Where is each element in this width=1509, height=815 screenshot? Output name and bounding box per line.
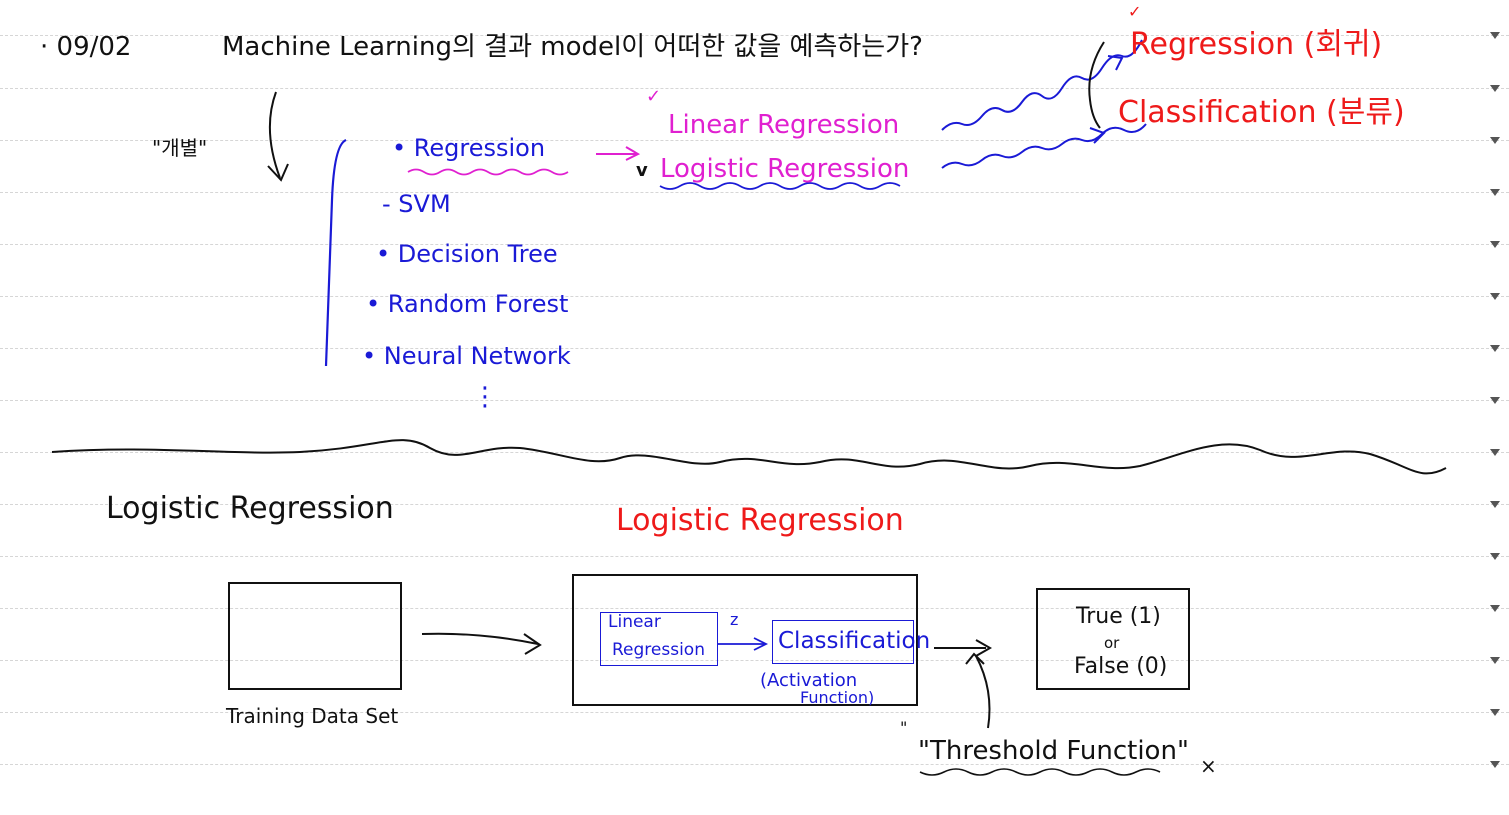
ruled-line <box>0 608 1509 609</box>
margin-marker-icon <box>1490 189 1500 196</box>
margin-marker-icon <box>1490 85 1500 92</box>
margin-marker-icon <box>1490 137 1500 144</box>
section-title: Logistic Regression <box>106 491 394 526</box>
inner-regression-label: Regression <box>612 640 705 660</box>
list-item-neural-network: • Neural Network <box>362 342 571 370</box>
training-data-box <box>228 582 402 690</box>
ruled-line <box>0 504 1509 505</box>
ruled-line <box>0 244 1509 245</box>
threshold-label: "Threshold Function" <box>918 736 1189 766</box>
linear-regression-label: Linear Regression <box>668 110 900 140</box>
logistic-regression-label: Logistic Regression <box>660 154 910 184</box>
result-box <box>1036 588 1190 690</box>
list-ellipsis: ⋮ <box>472 382 498 412</box>
margin-marker-icon <box>1490 553 1500 560</box>
margin-marker-icon <box>1490 397 1500 404</box>
list-item-svm: - SVM <box>382 190 451 218</box>
note-question: Machine Learning의 결과 model이 어떠한 값을 예측하는가… <box>222 32 923 62</box>
list-item-label: Regression <box>413 134 546 162</box>
margin-marker-icon <box>1490 449 1500 456</box>
diagram-title: Logistic Regression <box>616 503 904 538</box>
classification-box <box>772 620 914 664</box>
list-item-random-forest: • Random Forest <box>366 290 569 318</box>
list-item-label: SVM <box>398 190 451 218</box>
inner-linear-label: Linear <box>608 612 661 632</box>
margin-marker-icon <box>1490 501 1500 508</box>
list-item-regression: • Regression <box>392 134 546 162</box>
ruled-line <box>0 140 1509 141</box>
training-data-label: Training Data Set <box>226 704 399 728</box>
result-true: True (1) <box>1076 604 1161 629</box>
margin-marker-icon <box>1490 761 1500 768</box>
ruled-line <box>0 556 1509 557</box>
ruled-line <box>0 660 1509 661</box>
check-mark-logistic: v <box>636 160 648 181</box>
linear-regression-box <box>600 612 718 666</box>
open-quote: " <box>900 718 908 737</box>
korean-quote: "개별" <box>152 136 208 160</box>
result-false: False (0) <box>1074 654 1168 679</box>
ruled-line <box>0 712 1509 713</box>
ruled-line <box>0 35 1509 36</box>
margin-marker-icon <box>1490 32 1500 39</box>
function-label: Function) <box>800 688 875 707</box>
check-mark-regression: ✓ <box>1128 2 1142 21</box>
x-mark: × <box>1200 754 1217 778</box>
result-or: or <box>1104 634 1120 652</box>
margin-marker-icon <box>1490 709 1500 716</box>
ruled-line <box>0 400 1509 401</box>
list-item-label: Decision Tree <box>397 240 558 268</box>
ruled-line <box>0 764 1509 765</box>
ruled-line <box>0 452 1509 453</box>
activation-label: (Activation <box>760 670 858 691</box>
output-classification: Classification (분류) <box>1118 95 1405 130</box>
output-regression: Regression (회귀) <box>1130 27 1383 62</box>
margin-marker-icon <box>1490 241 1500 248</box>
margin-marker-icon <box>1490 657 1500 664</box>
margin-marker-icon <box>1490 293 1500 300</box>
list-item-decision-tree: • Decision Tree <box>376 240 558 268</box>
ruled-line <box>0 296 1509 297</box>
list-item-label: Random Forest <box>387 290 569 318</box>
margin-marker-icon <box>1490 345 1500 352</box>
margin-marker-icon <box>1490 605 1500 612</box>
list-item-label: Neural Network <box>383 342 571 370</box>
ruled-line <box>0 88 1509 89</box>
ruled-line <box>0 192 1509 193</box>
inner-classification-label: Classification <box>778 628 931 654</box>
note-date: · 09/02 <box>40 32 132 62</box>
z-label: z <box>730 610 739 629</box>
model-box <box>572 574 918 706</box>
check-mark-linear: ✓ <box>646 86 662 107</box>
ruled-line <box>0 348 1509 349</box>
